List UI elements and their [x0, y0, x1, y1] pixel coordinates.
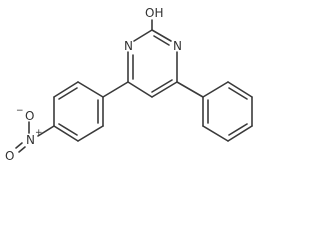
nitrophenyl-bond-5 — [53, 81, 79, 98]
nitro-oxygen-top-label: O — [25, 109, 34, 123]
bond-c2-n3 — [151, 29, 172, 42]
bond-c4-c5 — [151, 81, 178, 98]
phenyl-double-2 — [228, 123, 248, 136]
nitrophenyl-bond-3 — [53, 125, 79, 142]
nitro-nitrogen-charge: + — [35, 128, 43, 138]
hydroxyl-label: OH — [145, 6, 163, 20]
ring-nitrogen-label-3: N — [173, 39, 182, 53]
ring-nitrogen-label-1: N — [124, 39, 133, 53]
nitrophenyl-double-2 — [58, 123, 78, 136]
bond-c2-n3-double — [153, 35, 170, 46]
bond-c6-aryl — [102, 81, 129, 98]
pyrimidine-ring — [127, 19, 178, 98]
bond-aryl-nitro-n — [37, 125, 55, 137]
bond-n1-c2 — [133, 29, 153, 42]
nitro-nitrogen-label: N — [26, 133, 35, 147]
phenyl-bond-1 — [202, 81, 229, 98]
nitrophenyl-bond-2 — [77, 125, 104, 142]
nitrophenyl-bond-6 — [77, 81, 104, 98]
nitro-oxygen-bottom-label: O — [5, 149, 14, 163]
bond-c4-c5-double — [151, 79, 173, 93]
phenyl-bond-4 — [227, 125, 253, 142]
nitrophenyl-double-3 — [58, 87, 78, 100]
phenyl-ring — [176, 81, 253, 142]
nitrophenyl-ring — [53, 81, 129, 142]
nitro-oxygen-charge: − — [16, 106, 24, 116]
bond-nitro-n-o-bottom — [15, 142, 23, 149]
bond-c5-c6 — [127, 81, 153, 98]
phenyl-bond-5 — [202, 125, 229, 142]
bond-nitro-n-o-bottom-double — [18, 146, 26, 153]
chemical-structure-diagram: OH N N N + O − O — [5, 6, 253, 163]
phenyl-double-1 — [228, 87, 248, 100]
phenyl-bond-2 — [227, 81, 253, 98]
bond-c4-phenyl — [176, 81, 204, 98]
nitro-group — [15, 121, 55, 153]
